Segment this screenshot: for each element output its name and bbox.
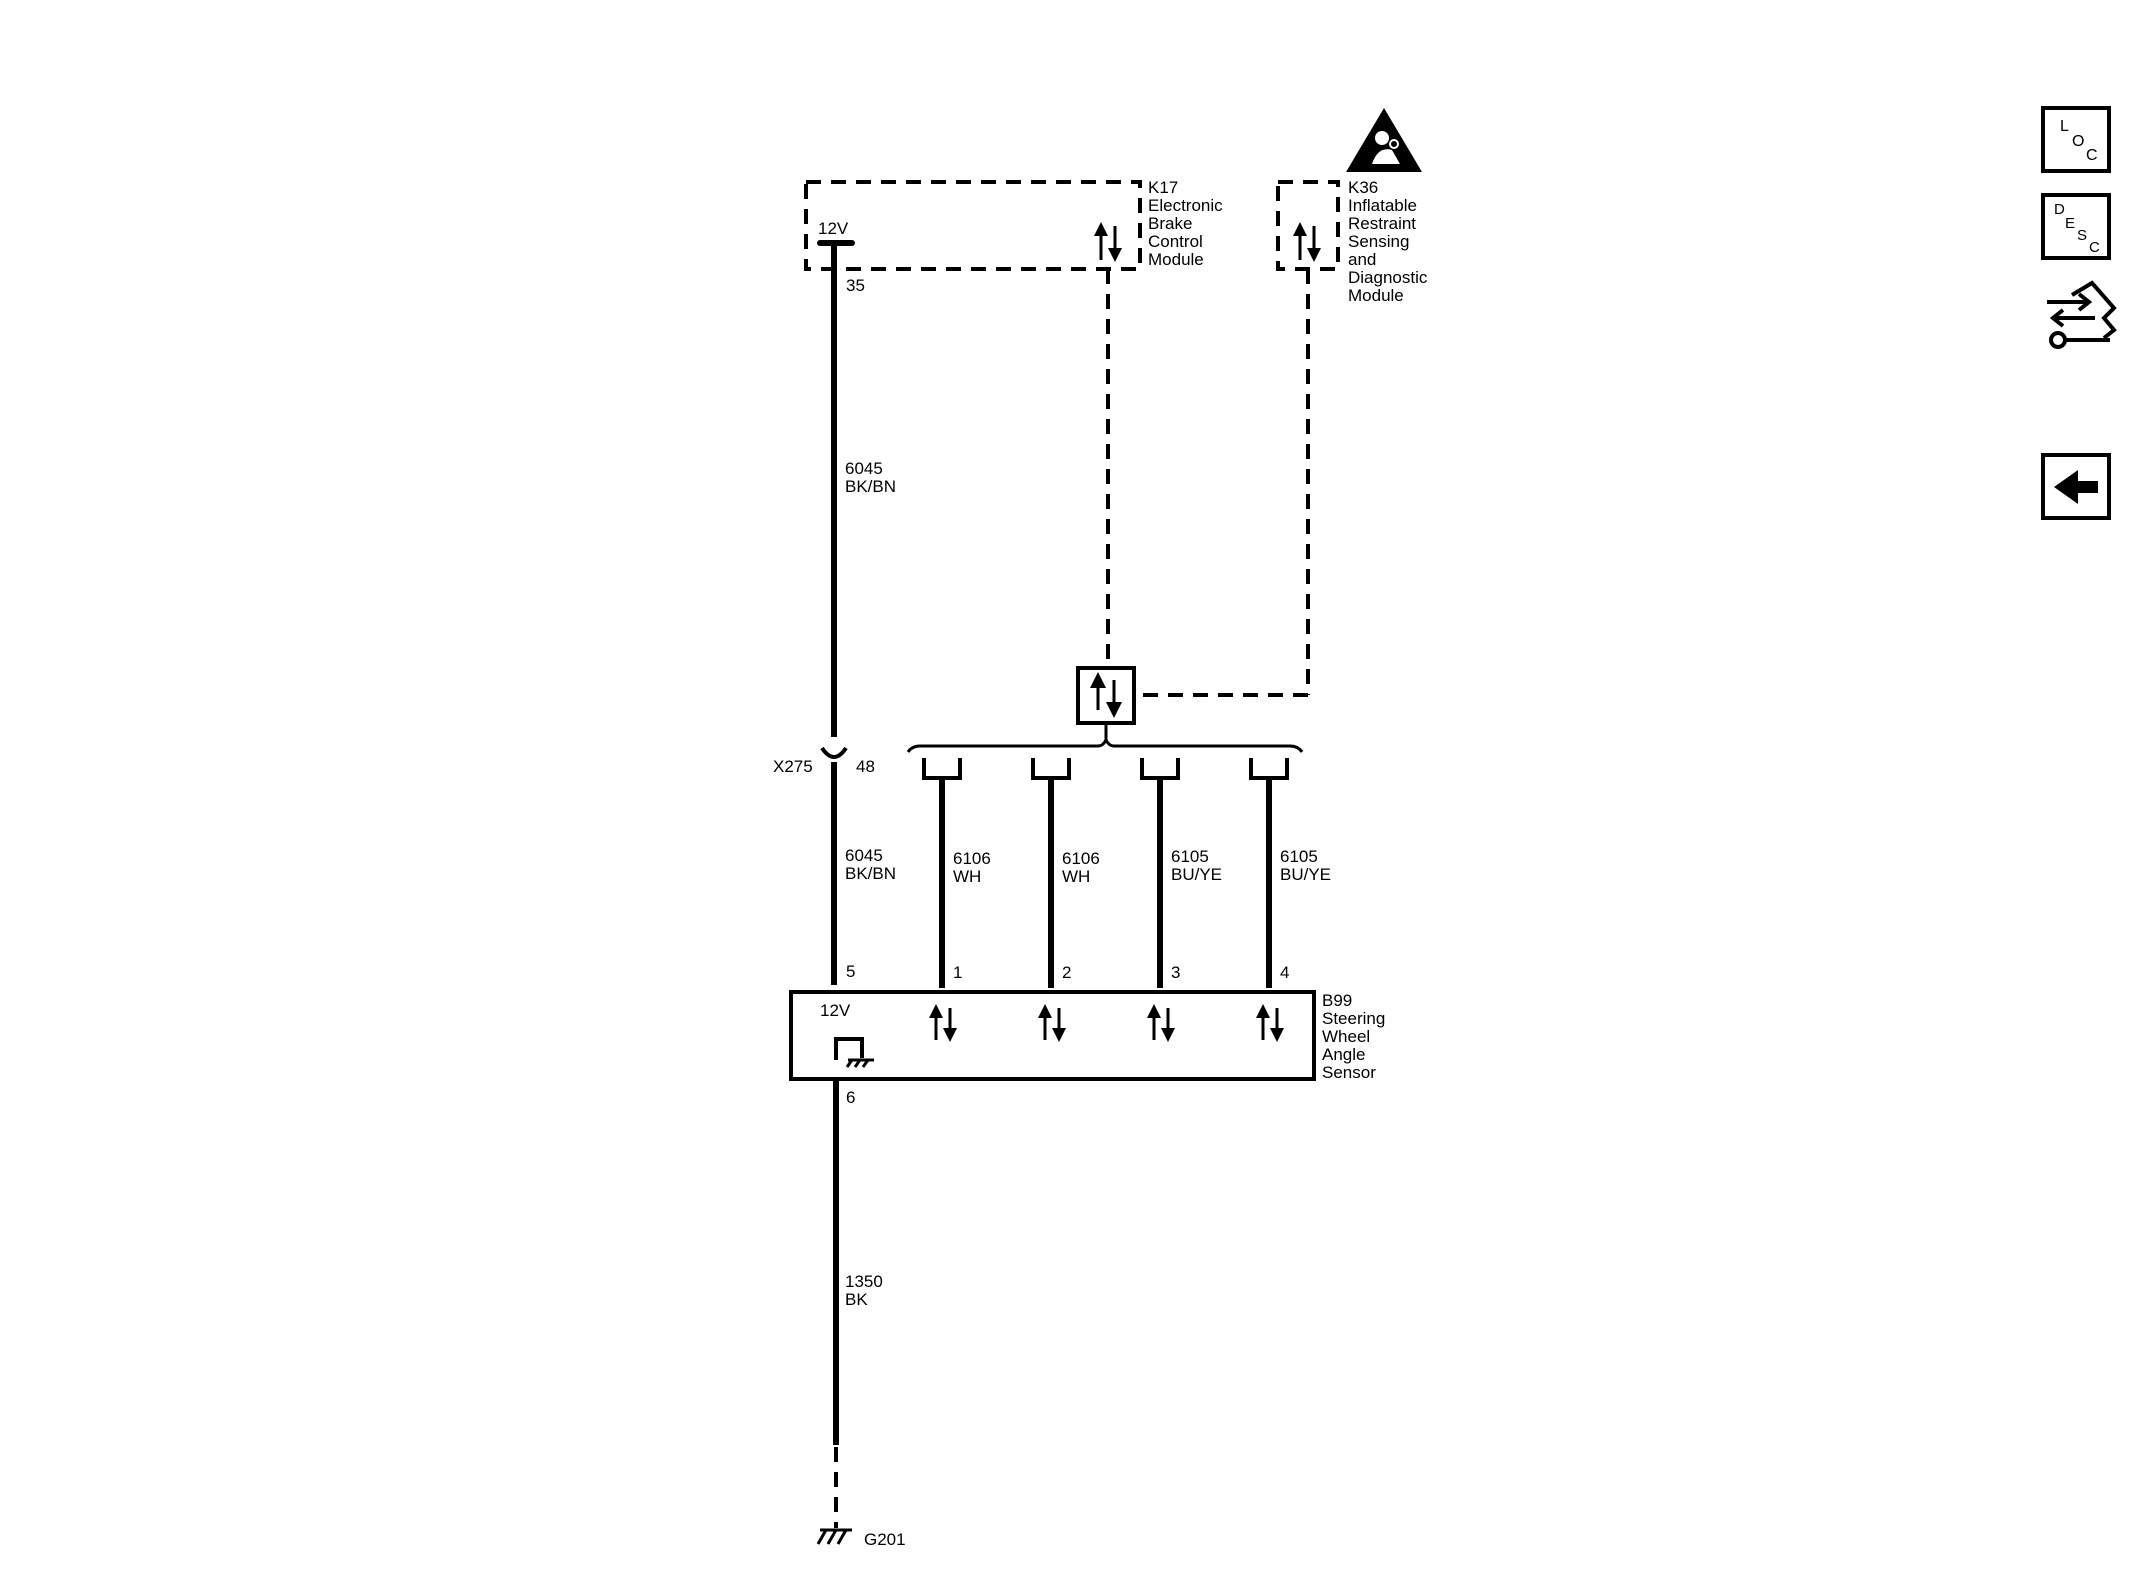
- upper-power-circuit: 6045: [845, 459, 883, 478]
- k36-module[interactable]: [1276, 180, 1340, 271]
- b99-voltage: 12V: [820, 1001, 851, 1020]
- svg-text:BU/YE: BU/YE: [1171, 865, 1222, 884]
- data-bus-brace: [906, 736, 1304, 753]
- k36-label: K36 Inflatable Restraint Sensing and Dia…: [1348, 178, 1428, 305]
- svg-text:O: O: [2072, 133, 2084, 150]
- data-wire-labels: 6106 WH 1 6106 WH 2 6105 BU/YE 3 6105 BU…: [953, 847, 1331, 982]
- svg-text:WH: WH: [1062, 867, 1090, 886]
- svg-text:Diagnostic: Diagnostic: [1348, 268, 1428, 287]
- svg-text:E: E: [2065, 215, 2075, 232]
- svg-text:Sensor: Sensor: [1322, 1063, 1376, 1082]
- lower-power-circuit: 6045: [845, 846, 883, 865]
- svg-text:Module: Module: [1148, 250, 1204, 269]
- svg-text:D: D: [2054, 201, 2065, 218]
- svg-text:and: and: [1348, 250, 1376, 269]
- data-wire-pin-1[interactable]: [922, 758, 962, 988]
- ground-symbol-icon[interactable]: [816, 1528, 852, 1545]
- svg-text:Control: Control: [1148, 232, 1203, 251]
- svg-text:BU/YE: BU/YE: [1280, 865, 1331, 884]
- serial-data-line-k36[interactable]: [1136, 269, 1310, 697]
- ground-color: BK: [845, 1290, 868, 1309]
- svg-text:S: S: [2077, 227, 2087, 244]
- description-view-icon: D E S C: [2054, 201, 2100, 256]
- svg-text:2: 2: [1062, 963, 1071, 982]
- svg-text:6106: 6106: [953, 849, 991, 868]
- x275-pin: 48: [856, 757, 875, 776]
- k17-voltage: 12V: [818, 219, 849, 238]
- svg-text:Restraint: Restraint: [1348, 214, 1416, 233]
- b99-pin-6: 6: [846, 1088, 855, 1107]
- service-procedure-button[interactable]: [2047, 280, 2117, 349]
- svg-text:Module: Module: [1348, 286, 1404, 305]
- k17-label: K17 Electronic Brake Control Module: [1148, 178, 1223, 269]
- location-view-button[interactable]: L O C: [2041, 106, 2111, 173]
- svg-text:3: 3: [1171, 963, 1180, 982]
- description-view-button[interactable]: D E S C: [2041, 193, 2111, 260]
- svg-text:B99: B99: [1322, 991, 1352, 1010]
- svg-text:K17: K17: [1148, 178, 1178, 197]
- svg-text:6105: 6105: [1171, 847, 1209, 866]
- svg-text:L: L: [2060, 118, 2069, 135]
- svg-text:Sensing: Sensing: [1348, 232, 1409, 251]
- airbag-warning-icon: [1346, 108, 1422, 172]
- b99-data-arrows-icon: [929, 1004, 1284, 1042]
- upper-power-color: BK/BN: [845, 477, 896, 496]
- k17-module[interactable]: [804, 180, 1142, 271]
- svg-text:C: C: [2086, 147, 2098, 164]
- ground-point-label: G201: [864, 1530, 906, 1549]
- svg-text:Steering: Steering: [1322, 1009, 1385, 1028]
- data-wire-pin-3[interactable]: [1140, 758, 1180, 988]
- back-arrow-icon: [2054, 470, 2098, 504]
- service-procedure-icon: [2047, 280, 2117, 349]
- svg-text:Brake: Brake: [1148, 214, 1192, 233]
- x275-connector[interactable]: [820, 746, 848, 985]
- data-wire-pin-2[interactable]: [1031, 758, 1071, 988]
- svg-text:WH: WH: [953, 867, 981, 886]
- svg-text:K36: K36: [1348, 178, 1378, 197]
- k36-data-arrows-icon: [1293, 222, 1321, 262]
- svg-text:6106: 6106: [1062, 849, 1100, 868]
- k17-pin-35: 35: [846, 276, 865, 295]
- svg-text:Electronic: Electronic: [1148, 196, 1223, 215]
- b99-module[interactable]: [789, 990, 1316, 1081]
- location-view-icon: L O C: [2060, 118, 2098, 164]
- x275-name: X275: [773, 757, 813, 776]
- svg-text:Angle: Angle: [1322, 1045, 1365, 1064]
- svg-text:1: 1: [953, 963, 962, 982]
- b99-label: B99 Steering Wheel Angle Sensor: [1322, 991, 1385, 1082]
- b99-pin-5: 5: [846, 962, 855, 981]
- back-button[interactable]: [2041, 453, 2111, 520]
- svg-text:Inflatable: Inflatable: [1348, 196, 1417, 215]
- svg-text:6105: 6105: [1280, 847, 1318, 866]
- data-wire-pin-4[interactable]: [1249, 758, 1289, 988]
- ground-circuit: 1350: [845, 1272, 883, 1291]
- svg-text:Wheel: Wheel: [1322, 1027, 1370, 1046]
- svg-text:C: C: [2089, 239, 2100, 256]
- data-junction-icon[interactable]: [1076, 666, 1136, 725]
- svg-text:4: 4: [1280, 963, 1289, 982]
- lower-power-color: BK/BN: [845, 864, 896, 883]
- k17-data-arrows-icon: [1094, 222, 1122, 262]
